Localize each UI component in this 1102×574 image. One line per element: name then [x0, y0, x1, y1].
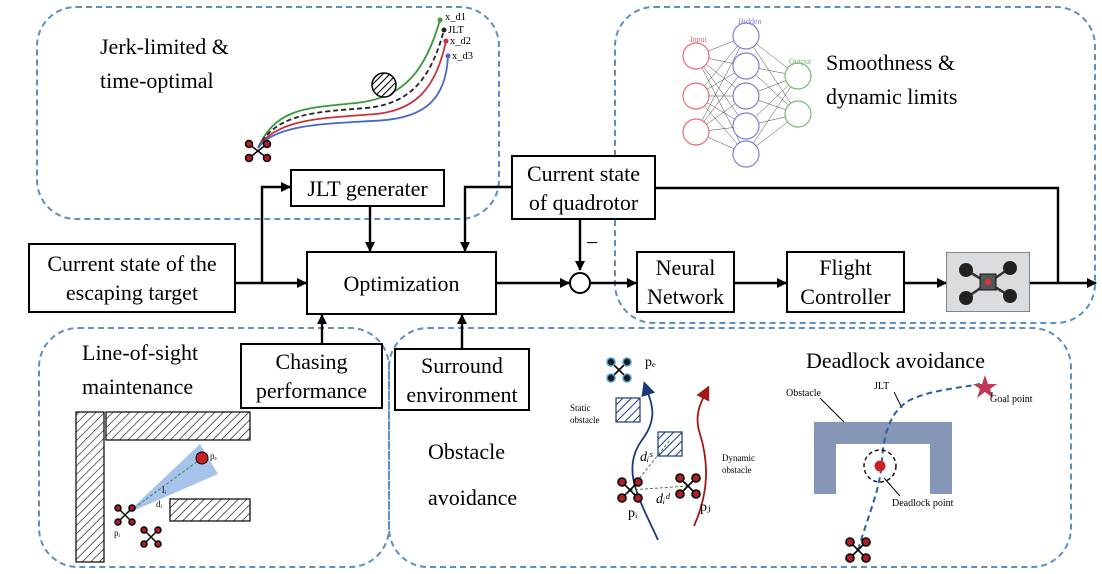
obs-label-dynamic: Dynamic obstacle — [722, 453, 755, 475]
label-deadlock-avoidance: Deadlock avoidance — [806, 348, 985, 373]
optimization-block: Optimization — [306, 251, 497, 315]
arrow-quadrotor-to-output — [656, 186, 1060, 283]
nn-edge — [745, 75, 799, 155]
nn-edge — [695, 65, 747, 133]
deadlock-label-goal: Goal point — [990, 394, 1033, 405]
nn-hidden-node — [732, 82, 760, 110]
dynamic-obstacle — [657, 431, 683, 457]
field-of-view-cone — [126, 444, 218, 514]
surround-environment-block: Surround environment — [394, 348, 530, 411]
region-jerk-limited — [36, 6, 500, 220]
label-x-d3: x_d3 — [452, 51, 473, 62]
label-jlt-curve: JLT — [448, 25, 464, 36]
nn-input-node — [682, 118, 710, 146]
obs-label-pi: pᵢ — [628, 506, 638, 521]
current-state-quadrotor-block: Current state of quadrotor — [511, 155, 656, 220]
nn-hidden-node — [732, 112, 760, 140]
label-jerk-limited: Jerk-limited & time-optimal — [100, 34, 229, 93]
static-obstacle — [615, 397, 641, 423]
line-of-sight-illustration — [75, 411, 251, 563]
label-x-d1: x_d1 — [445, 12, 466, 23]
deadlock-label-jlt: JLT — [874, 381, 890, 392]
nn-output-label: Output — [789, 57, 812, 66]
trajectory-green — [257, 19, 441, 149]
trajectory-illustration — [244, 17, 451, 163]
obs-label-pj: pⱼ — [700, 500, 711, 515]
quadrotor-photo — [946, 252, 1030, 312]
wall-small — [169, 498, 251, 522]
nn-output-node — [784, 100, 812, 128]
nn-edge — [695, 35, 747, 133]
label-obstacle-avoidance: Obstacle avoidance — [428, 439, 518, 510]
u-shaped-obstacle — [814, 422, 952, 494]
los-quadrotor-2 — [140, 526, 162, 548]
trajectory-blue — [257, 55, 449, 149]
arrow-quadrotor-to-optimization — [460, 185, 511, 252]
pursuer-i-quadrotor — [617, 477, 643, 503]
label-x-d2: x_d2 — [450, 36, 471, 47]
deadlock-label-point: Deadlock point — [892, 498, 954, 509]
pursuer-j-quadrotor — [675, 473, 701, 499]
jlt-generator-block: JLT generater — [290, 169, 445, 207]
nn-edge — [695, 55, 747, 127]
pursuer-j-path — [693, 385, 710, 527]
obstacle-avoidance-illustration — [606, 357, 710, 541]
obs-label-dis: dᵢˢ — [640, 450, 653, 465]
target-point — [195, 451, 209, 465]
los-label-pe: pₑ — [210, 451, 217, 461]
deadlock-point — [874, 460, 886, 472]
pursuer-i-path — [631, 381, 659, 541]
region-obstacle-deadlock — [388, 327, 1072, 568]
obs-label-static: Static obstacle — [570, 403, 600, 425]
los-label-pi: pᵢ — [114, 528, 120, 538]
trajectory-jlt — [257, 29, 445, 149]
label-smoothness: Smoothness & dynamic limits — [826, 50, 958, 109]
wall-top — [105, 411, 251, 441]
goal-star-icon — [973, 375, 997, 398]
los-label-li: lᵢ — [162, 485, 166, 495]
sum-minus-sign: − — [586, 230, 599, 255]
nn-hidden-node — [732, 52, 760, 80]
neural-network-block: Neural Network — [636, 251, 735, 313]
label-line-of-sight: Line-of-sight maintenance — [82, 340, 199, 399]
nn-input-label: Input — [690, 35, 707, 44]
los-label-di: dᵢ — [156, 499, 162, 509]
trajectory-red — [257, 40, 447, 149]
arrow-target-to-jlt — [260, 182, 291, 283]
deadlock-illustration — [814, 375, 997, 563]
quadrotor-icon — [244, 139, 272, 163]
neural-network-illustration — [682, 22, 812, 168]
obstacle-circle — [371, 72, 397, 98]
chasing-performance-block: Chasing performance — [240, 343, 383, 409]
los-quadrotor-1 — [114, 504, 136, 526]
nn-input-node — [682, 42, 710, 70]
nn-input-node — [682, 82, 710, 110]
flight-controller-block: Flight Controller — [786, 251, 905, 313]
nn-edge — [695, 55, 747, 155]
obs-label-pe: pₑ — [645, 355, 656, 370]
deadlock-label-obstacle: Obstacle — [786, 388, 821, 399]
deadlock-circle — [863, 449, 897, 483]
deadlock-quadrotor — [845, 537, 871, 563]
summing-junction — [569, 272, 591, 294]
current-state-target-block: Current state of the escaping target — [28, 243, 236, 313]
wall-vertical — [75, 411, 105, 563]
nn-output-node — [784, 62, 812, 90]
nn-hidden-node — [732, 140, 760, 168]
nn-edge — [745, 35, 799, 115]
nn-hidden-node — [732, 22, 760, 50]
obs-label-did: dᵢᵈ — [656, 492, 670, 507]
evader-quadrotor — [606, 357, 632, 383]
nn-hidden-label: Hidden — [738, 17, 762, 26]
